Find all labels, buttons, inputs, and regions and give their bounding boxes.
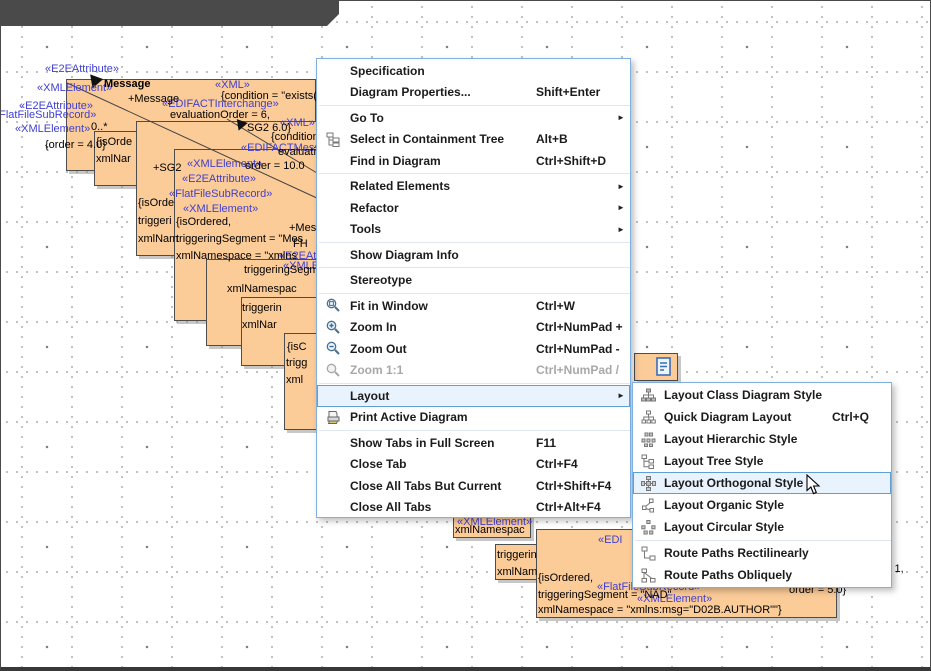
constraint-text: triggeringSegment = "NAD" bbox=[538, 589, 671, 601]
stereotype-label: «FlatFileSubRecord» bbox=[0, 109, 96, 121]
zoom-in-icon bbox=[317, 320, 350, 335]
layout-hierarchic-style-icon bbox=[633, 432, 664, 447]
submenu-item-route-paths-rectilinearly[interactable]: Route Paths Rectilinearly bbox=[633, 542, 891, 564]
submenu-arrow-icon: ► bbox=[612, 391, 630, 400]
constraint-text: xmlNar bbox=[96, 153, 131, 165]
stereotype-label: «E2EAttribute» bbox=[45, 63, 119, 75]
constraint-text: xmlNamespace = "xmlns bbox=[176, 250, 297, 262]
constraint-text: {isOrdered, bbox=[176, 216, 231, 228]
menu-item-print-active-diagram[interactable]: Print Active Diagram bbox=[317, 407, 630, 429]
submenu-item-layout-hierarchic-style[interactable]: Layout Hierarchic Style bbox=[633, 428, 891, 450]
note-link-icon bbox=[655, 357, 675, 377]
constraint-text: {isOrde bbox=[138, 197, 174, 209]
layout-tree-style-icon bbox=[633, 454, 664, 469]
submenu-item-route-paths-obliquely[interactable]: Route Paths Obliquely bbox=[633, 564, 891, 586]
menu-item-close-all-tabs-but-current[interactable]: Close All Tabs But CurrentCtrl+Shift+F4 bbox=[317, 475, 630, 497]
role-label: +SG2 bbox=[153, 162, 181, 174]
constraint-text: xmlNamespac bbox=[227, 283, 297, 295]
constraint-text: {isOrdered, bbox=[538, 572, 593, 584]
menu-item-stereotype[interactable]: Stereotype bbox=[317, 270, 630, 292]
submenu-item-layout-circular-style[interactable]: Layout Circular Style bbox=[633, 516, 891, 538]
menu-item-find-in-diagram[interactable]: Find in DiagramCtrl+Shift+D bbox=[317, 150, 630, 172]
zoom-out-icon bbox=[317, 341, 350, 356]
constraint-text: triggerin bbox=[242, 302, 282, 314]
quick-diagram-layout-icon bbox=[633, 410, 664, 425]
class-box-corner[interactable] bbox=[634, 353, 678, 381]
submenu-item-quick-diagram-layout[interactable]: Quick Diagram LayoutCtrl+Q bbox=[633, 406, 891, 428]
layout-class-diagram-style-icon bbox=[633, 388, 664, 403]
stereotype-label: «EDI bbox=[598, 534, 622, 546]
menu-item-specification[interactable]: Specification bbox=[317, 60, 630, 82]
submenu-arrow-icon: ► bbox=[612, 203, 630, 212]
attribute-text: order = 10.0 bbox=[245, 160, 305, 172]
submenu-item-layout-tree-style[interactable]: Layout Tree Style bbox=[633, 450, 891, 472]
submenu-item-layout-orthogonal-style[interactable]: Layout Orthogonal Style bbox=[633, 472, 891, 494]
constraint-text: triggeringSegment = "Mes bbox=[176, 233, 303, 245]
stereotype-label: «XMLElement» bbox=[183, 203, 258, 215]
menu-item-close-tab[interactable]: Close TabCtrl+F4 bbox=[317, 454, 630, 476]
multiplicity-label: 0..* bbox=[91, 121, 108, 133]
route-paths-obliquely-icon bbox=[633, 568, 664, 583]
layout-submenu: Layout Class Diagram Style Quick Diagram… bbox=[632, 382, 892, 588]
constraint-text: xml bbox=[286, 374, 303, 386]
zoom-1-1-icon bbox=[317, 363, 350, 378]
menu-item-diagram-properties[interactable]: Diagram Properties...Shift+Enter bbox=[317, 82, 630, 104]
attribute-text: evaluationOrder = 6, bbox=[170, 109, 270, 121]
layout-orthogonal-style-icon bbox=[633, 476, 664, 491]
constraint-text: triggeri bbox=[138, 215, 172, 227]
submenu-item-layout-organic-style[interactable]: Layout Organic Style bbox=[633, 494, 891, 516]
role-label: FH bbox=[293, 238, 308, 250]
menu-item-related-elements[interactable]: Related Elements► bbox=[317, 176, 630, 198]
layout-organic-style-icon bbox=[633, 498, 664, 513]
constraint-text: {isOrde bbox=[96, 136, 132, 148]
menu-item-show-diagram-info[interactable]: Show Diagram Info bbox=[317, 244, 630, 266]
class-name-label: Message bbox=[104, 78, 150, 90]
constraint-text: xmlNamespac bbox=[455, 524, 525, 536]
menu-item-zoom-out[interactable]: Zoom OutCtrl+NumPad - bbox=[317, 338, 630, 360]
constraint-text: xmlNamespace = "xmlns:msg="D02B.AUTHOR""… bbox=[538, 604, 782, 616]
submenu-item-layout-class-diagram-style[interactable]: Layout Class Diagram Style bbox=[633, 384, 891, 406]
menu-item-refactor[interactable]: Refactor► bbox=[317, 197, 630, 219]
submenu-arrow-icon: ► bbox=[612, 182, 630, 191]
mouse-cursor bbox=[806, 474, 821, 501]
stereotype-label: «XMLElement» bbox=[37, 82, 112, 94]
print-icon bbox=[317, 410, 350, 425]
stereotype-label: «E2EAttribute» bbox=[182, 173, 256, 185]
submenu-arrow-icon: ► bbox=[612, 225, 630, 234]
menu-item-layout[interactable]: Layout► bbox=[317, 385, 630, 407]
stereotype-label: «FlatFileSubRecord» bbox=[169, 188, 272, 200]
menu-item-select-in-containment-tree[interactable]: Select in Containment TreeAlt+B bbox=[317, 129, 630, 151]
constraint-text: trigg bbox=[286, 357, 307, 369]
constraint-text: {isC bbox=[287, 341, 307, 353]
menu-item-zoom-in[interactable]: Zoom InCtrl+NumPad + bbox=[317, 317, 630, 339]
menu-item-show-tabs-full-screen[interactable]: Show Tabs in Full ScreenF11 bbox=[317, 432, 630, 454]
containment-tree-icon bbox=[317, 132, 350, 147]
role-label: +Message bbox=[128, 93, 179, 105]
constraint-text: xmlNam bbox=[497, 566, 537, 578]
diagram-tab bbox=[1, 1, 339, 26]
menu-item-close-all-tabs[interactable]: Close All TabsCtrl+Alt+F4 bbox=[317, 497, 630, 519]
layout-circular-style-icon bbox=[633, 520, 664, 535]
menu-item-go-to[interactable]: Go To► bbox=[317, 107, 630, 129]
constraint-text: xmlNam bbox=[138, 233, 178, 245]
context-menu: Specification Diagram Properties...Shift… bbox=[316, 58, 631, 518]
constraint-text: triggerin bbox=[497, 549, 537, 561]
menu-item-zoom-1-1: Zoom 1:1Ctrl+NumPad / bbox=[317, 360, 630, 382]
fit-in-window-icon bbox=[317, 298, 350, 313]
role-label: +Mes bbox=[289, 222, 316, 234]
menu-item-fit-in-window[interactable]: Fit in WindowCtrl+W bbox=[317, 295, 630, 317]
stereotype-label: «XMLElement» bbox=[15, 123, 90, 135]
submenu-arrow-icon: ► bbox=[612, 113, 630, 122]
route-paths-rectilinearly-icon bbox=[633, 546, 664, 561]
menu-item-tools[interactable]: Tools► bbox=[317, 219, 630, 241]
constraint-text: xmlNar bbox=[242, 319, 277, 331]
